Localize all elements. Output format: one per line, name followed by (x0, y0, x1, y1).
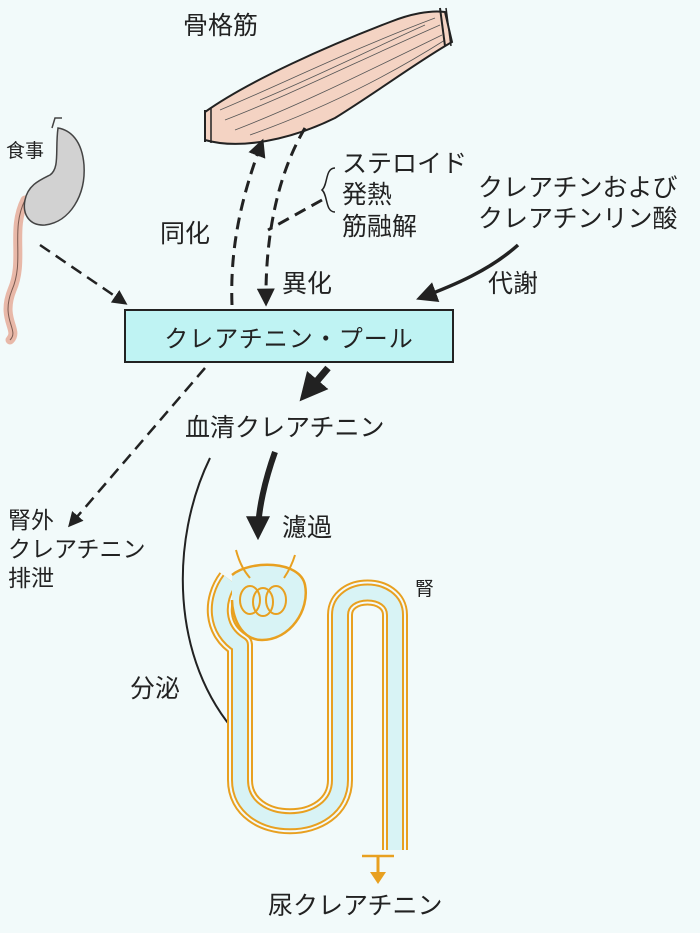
creatinine-pool-label: クレアチニン・プール (164, 319, 414, 354)
catabolism-factors: ステロイド 発熱 筋融解 (342, 148, 467, 242)
serum-creatinine-label: 血清クレアチニン (185, 412, 385, 443)
meal-arrow (40, 245, 125, 303)
urine-creatinine-label: 尿クレアチニン (268, 890, 443, 921)
anabolism-label: 同化 (160, 218, 210, 249)
filtration-arrow (258, 452, 275, 533)
secretion-label: 分泌 (130, 673, 180, 704)
creatine-label-line1: クレアチンおよび (478, 172, 678, 203)
extrarenal-arrow (70, 368, 205, 525)
factor-rhabdomyolysis: 筋融解 (342, 211, 467, 242)
creatinine-pool-box: クレアチニン・プール (124, 309, 454, 363)
extrarenal-excretion: 腎外 クレアチニン 排泄 (8, 507, 146, 593)
pool-to-serum-arrow (305, 368, 328, 395)
extrarenal-line3: 排泄 (8, 565, 146, 594)
factor-fever: 発熱 (342, 179, 467, 210)
meal-label: 食事 (6, 140, 44, 164)
extrarenal-line1: 腎外 (8, 507, 146, 536)
catabolism-label: 異化 (282, 268, 332, 299)
kidney-tubule-icon (220, 565, 395, 850)
creatine-label-line2: クレアチンリン酸 (478, 203, 678, 234)
extrarenal-line2: クレアチニン (8, 536, 146, 565)
filtration-label: 濾過 (282, 512, 332, 543)
creatine-source: クレアチンおよび クレアチンリン酸 (478, 172, 678, 235)
urine-arrowhead (370, 872, 386, 884)
kidney-label: 腎 (415, 578, 434, 602)
factors-brace (322, 168, 335, 212)
factor-steroid: ステロイド (342, 148, 467, 179)
muscle-label: 骨格筋 (183, 10, 258, 41)
metabolism-label: 代謝 (488, 268, 538, 299)
anabolism-arrow (232, 142, 262, 305)
